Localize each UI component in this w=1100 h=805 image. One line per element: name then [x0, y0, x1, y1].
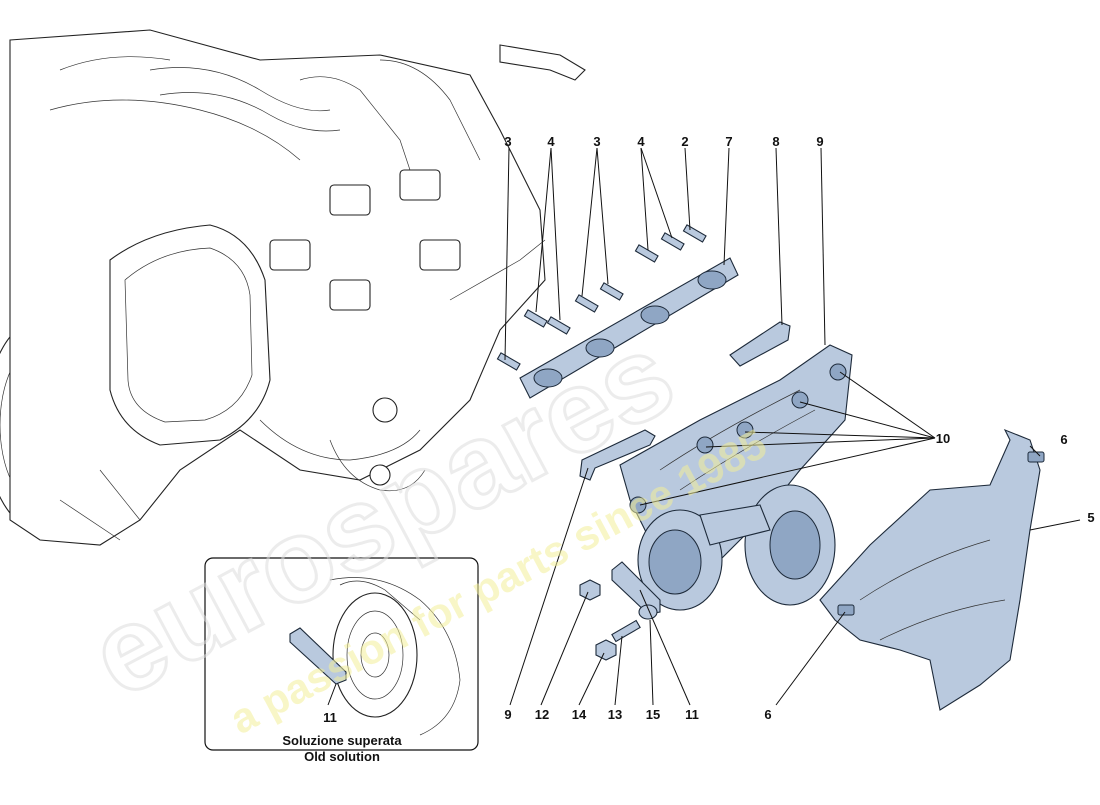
callout-label: 12 — [535, 707, 549, 722]
stud-13 — [611, 619, 641, 643]
exhaust-gasket — [519, 257, 739, 399]
turbocharger-assembly — [619, 344, 853, 611]
callout-label: 3 — [504, 134, 511, 149]
callout-label: 4 — [547, 134, 555, 149]
callout-label: 6 — [1060, 432, 1067, 447]
inset-caption-italian: Soluzione superata — [282, 733, 402, 748]
strap-11 — [611, 561, 661, 615]
old-solution-inset — [204, 557, 479, 751]
callout-label: 15 — [646, 707, 660, 722]
callout-label: 4 — [637, 134, 645, 149]
callout-label: 10 — [936, 431, 950, 446]
callout-label: 11 — [685, 707, 699, 722]
callout-label: 5 — [1087, 510, 1094, 525]
studs — [496, 224, 707, 371]
callout-label: 7 — [725, 134, 732, 149]
nut-12 — [579, 579, 601, 601]
engine-block-drawing — [0, 29, 586, 546]
callout-label: 8 — [772, 134, 779, 149]
inset-caption-english: Old solution — [304, 749, 380, 764]
nut-14 — [595, 639, 617, 661]
callout-label: 9 — [504, 707, 511, 722]
callout-label: 11 — [323, 710, 337, 725]
callout-label: 2 — [681, 134, 688, 149]
callout-numbers: 9 2 3 3 4 4 5 6 6 7 8 9 10 11 11 12 13 1… — [323, 134, 1094, 725]
shield-clip-top — [1027, 451, 1045, 463]
bracket-8 — [729, 321, 791, 367]
washer-15 — [638, 604, 658, 620]
callout-label: 9 — [816, 134, 823, 149]
bracket-9 — [579, 429, 656, 481]
callout-label: 3 — [593, 134, 600, 149]
callout-label: 14 — [572, 707, 587, 722]
shield-clip-bottom — [837, 604, 855, 616]
callout-label: 6 — [764, 707, 771, 722]
leader-lines — [327, 147, 1081, 706]
callout-label: 13 — [608, 707, 622, 722]
heat-shield — [819, 428, 1041, 711]
